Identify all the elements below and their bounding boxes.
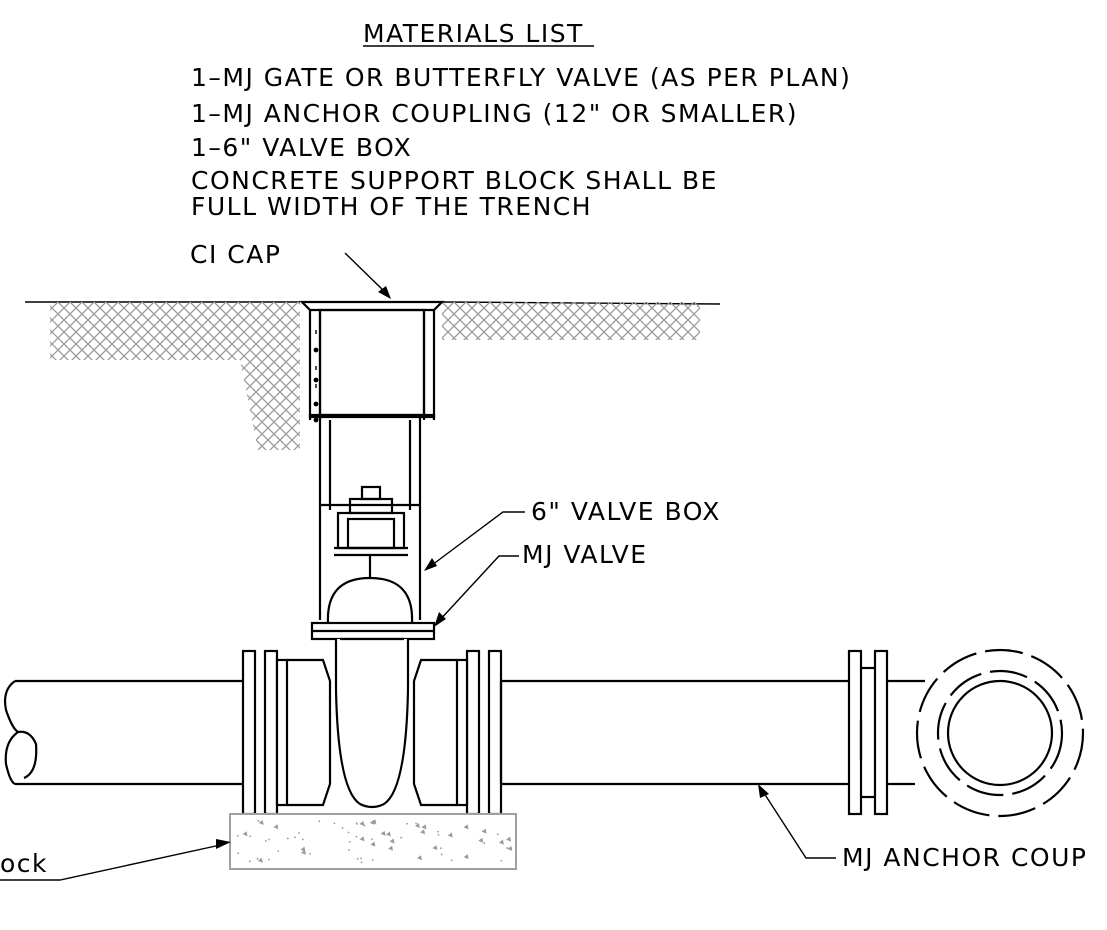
materials-item: 1–MJ ANCHOR COUPLING (12" OR SMALLER) — [191, 99, 798, 128]
materials-item: FULL WIDTH OF THE TRENCH — [191, 192, 592, 221]
valve-flange — [310, 621, 436, 641]
pipe-left — [3, 679, 245, 786]
callout-anchor-coupling: MJ ANCHOR COUP — [758, 784, 1087, 872]
mj-joint-right — [412, 649, 503, 816]
svg-text:CI CAP: CI CAP — [190, 240, 281, 269]
svg-text:MJ VALVE: MJ VALVE — [522, 540, 648, 569]
materials-list: 1–MJ GATE OR BUTTERFLY VALVE (AS PER PLA… — [191, 63, 851, 221]
anchor-coupling — [847, 649, 925, 816]
svg-text:ock: ock — [0, 849, 48, 878]
pipe-end-view — [915, 648, 1085, 818]
valve-gate — [334, 637, 410, 809]
callout-valve-box: 6" VALVE BOX — [424, 497, 721, 571]
svg-text:MJ ANCHOR COUP: MJ ANCHOR COUP — [842, 843, 1087, 872]
mj-joint-left — [241, 649, 332, 816]
svg-text:6" VALVE BOX: 6" VALVE BOX — [531, 497, 721, 526]
materials-item: 1–6" VALVE BOX — [191, 133, 412, 162]
soil-hatch — [50, 302, 700, 450]
materials-list-title: MATERIALS LIST — [363, 19, 594, 48]
callout-mj-valve: MJ VALVE — [434, 540, 648, 627]
materials-item: 1–MJ GATE OR BUTTERFLY VALVE (AS PER PLA… — [191, 63, 851, 92]
valve-box — [299, 300, 445, 620]
svg-text:MATERIALS LIST: MATERIALS LIST — [363, 19, 584, 48]
pipe-right — [499, 679, 850, 786]
callout-support-block: ock — [0, 839, 231, 881]
concrete-support-block — [229, 813, 517, 870]
materials-item: CONCRETE SUPPORT BLOCK SHALL BE — [191, 166, 718, 195]
valve-operator — [326, 485, 414, 624]
callout-ci-cap: CI CAP — [190, 240, 391, 299]
